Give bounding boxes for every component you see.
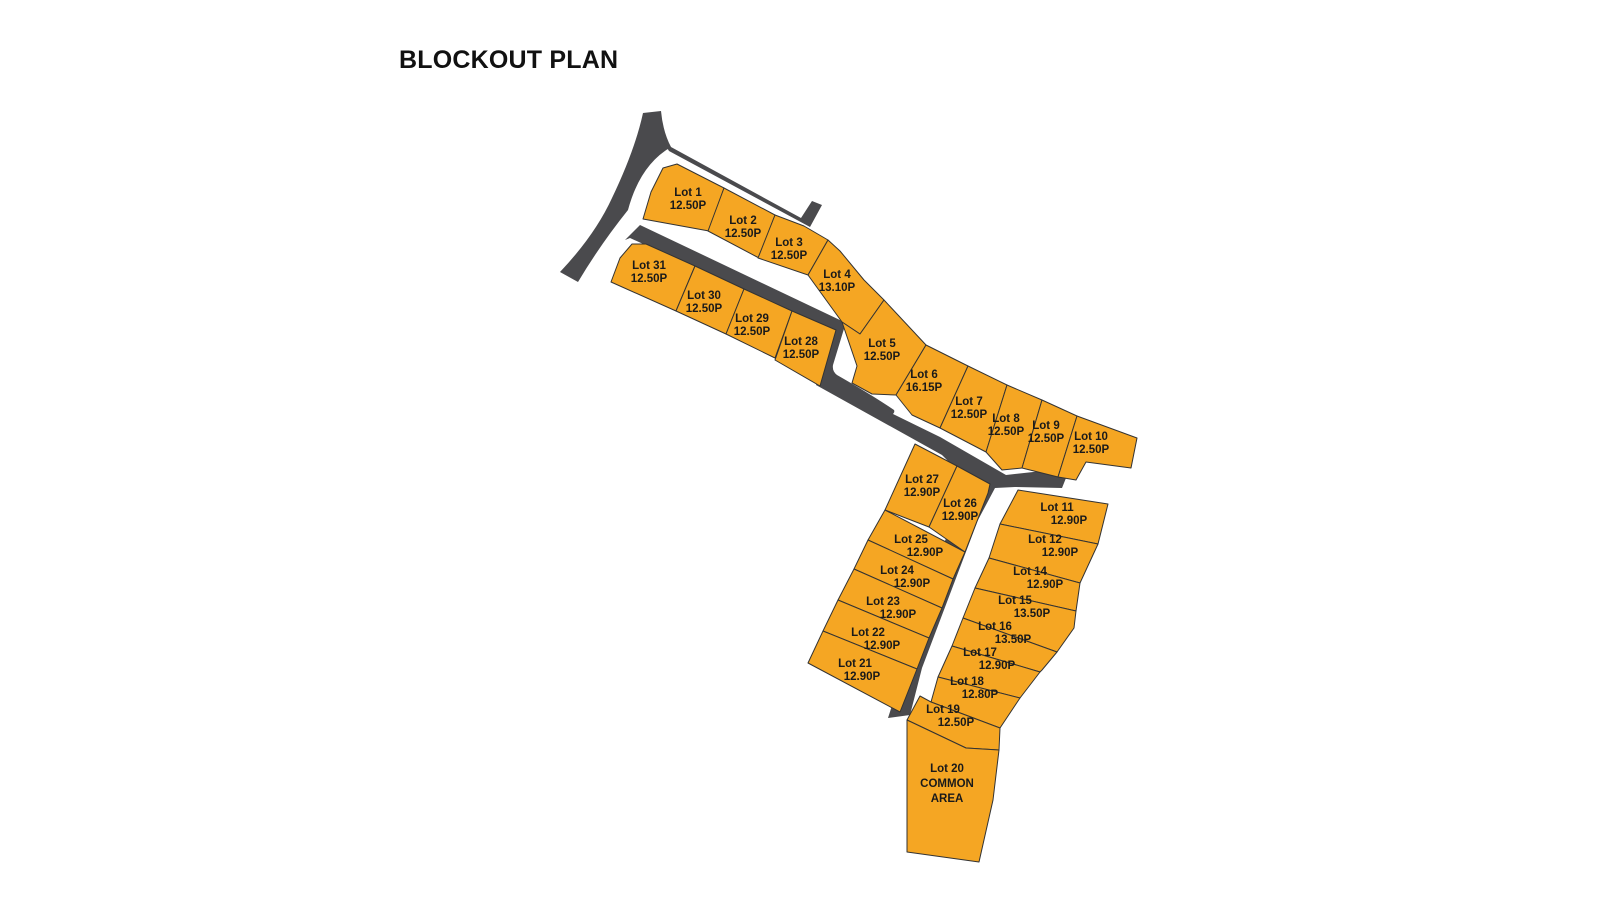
- lot-26-parcel[interactable]: [928, 465, 991, 553]
- lot-6-parcel[interactable]: [895, 344, 969, 429]
- lots: [610, 163, 1138, 863]
- lot-10-parcel[interactable]: [1057, 415, 1138, 481]
- lot-15-parcel[interactable]: [962, 587, 1077, 653]
- lot-8-parcel[interactable]: [985, 384, 1043, 471]
- road-north-strip: [664, 143, 822, 227]
- road-curved-entry: [560, 111, 671, 282]
- road-main-spine: [625, 225, 1070, 718]
- lot-20-parcel[interactable]: [906, 719, 1000, 863]
- road-network: [560, 111, 1070, 718]
- page-title: BLOCKOUT PLAN: [399, 46, 619, 74]
- lot-16-parcel[interactable]: [951, 617, 1058, 673]
- lot-29-parcel[interactable]: [725, 288, 793, 359]
- lot-28-parcel[interactable]: [774, 310, 837, 387]
- lot-21-parcel[interactable]: [807, 630, 918, 713]
